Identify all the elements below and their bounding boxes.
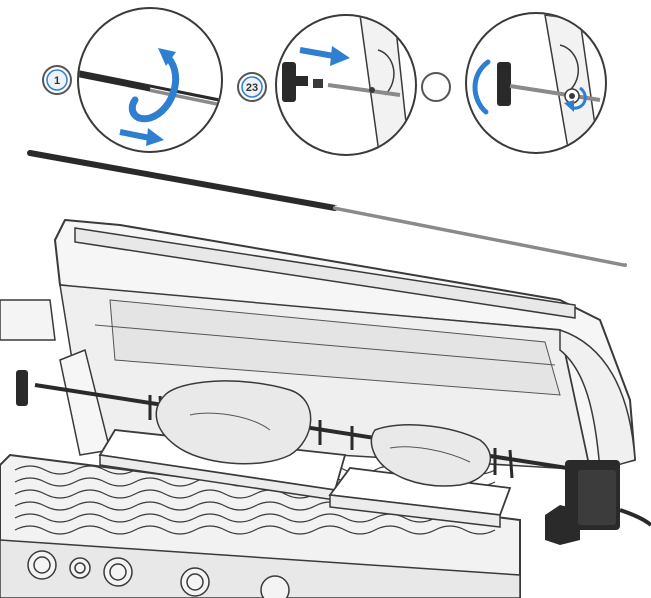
drip-pans — [98, 429, 512, 528]
chicken-right — [370, 424, 491, 487]
step-2-label: 23 — [246, 82, 258, 94]
rotisserie-spit — [16, 370, 581, 487]
push-arrow-icon — [119, 128, 164, 146]
step-1-detail: 1 — [42, 7, 223, 153]
grill-body — [0, 219, 636, 598]
step-1-label: 1 — [54, 75, 60, 87]
reverse-rotate-arrow-icon — [472, 59, 491, 115]
step-3-detail — [421, 12, 607, 154]
rotisserie-motor — [545, 460, 651, 545]
push-arrow-icon — [299, 46, 350, 66]
spit-rod — [27, 150, 627, 267]
rotate-arrow-icon — [128, 51, 180, 123]
control-knobs — [27, 550, 290, 598]
step-2-detail: 23 — [237, 14, 417, 156]
chicken-left — [155, 380, 312, 465]
